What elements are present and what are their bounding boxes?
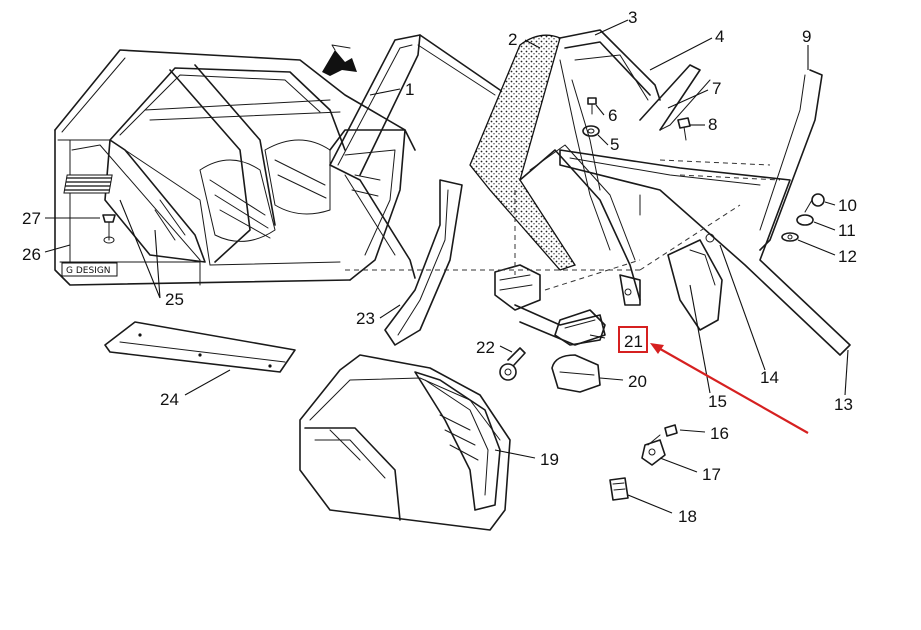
- callout-18: 18: [678, 507, 697, 526]
- brand-badge-text: G DESIGN: [66, 266, 111, 276]
- highlight-arrow: [654, 345, 809, 434]
- fastener-group-10-11-12: [781, 193, 825, 242]
- callout-labels: 1 2 3 4 5 6 7 8 9 10 11 12 13 14 15 16 1…: [22, 8, 857, 526]
- soft-top-frame: [469, 29, 661, 306]
- callout-27: 27: [22, 209, 41, 228]
- callout-22: 22: [476, 338, 495, 357]
- part-27-screw: [102, 214, 116, 244]
- callout-15: 15: [708, 392, 727, 411]
- highlight-annotation: [618, 326, 809, 434]
- callout-25: 25: [165, 290, 184, 309]
- callout-13: 13: [834, 395, 853, 414]
- callout-20: 20: [628, 372, 647, 391]
- callout-8: 8: [708, 115, 717, 134]
- callout-6: 6: [608, 106, 617, 125]
- part-14-bracket: [667, 233, 723, 331]
- callout-9: 9: [802, 27, 811, 46]
- fastener-group-5-6-8: [582, 97, 691, 141]
- callout-19: 19: [540, 450, 559, 469]
- callout-14: 14: [760, 368, 779, 387]
- callout-10: 10: [838, 196, 857, 215]
- callout-23: 23: [356, 309, 375, 328]
- callout-2: 2: [508, 30, 517, 49]
- callout-1: 1: [405, 80, 414, 99]
- part-19-hard-top: [299, 354, 511, 531]
- highlight-box-part-21: [618, 326, 648, 353]
- part-24-sill-strip: [104, 321, 296, 373]
- callout-5: 5: [610, 135, 619, 154]
- callout-11: 11: [838, 221, 856, 240]
- callout-24: 24: [160, 390, 179, 409]
- callout-16: 16: [710, 424, 729, 443]
- callout-21: 21: [624, 332, 643, 351]
- callout-7: 7: [712, 79, 721, 98]
- direction-arrow-icon: [322, 44, 357, 76]
- fastener-group-16-17-18: [609, 424, 678, 501]
- callout-12: 12: [838, 247, 857, 266]
- callout-4: 4: [715, 27, 724, 46]
- car-body: G DESIGN: [54, 49, 416, 286]
- callout-17: 17: [702, 465, 721, 484]
- part-7-9-13-rails: [559, 64, 851, 356]
- highlight-arrowhead-icon: [650, 343, 664, 354]
- hinge-latch-assembly: [494, 264, 606, 381]
- assembly-guide-lines: [345, 159, 771, 291]
- callout-3: 3: [628, 8, 637, 27]
- part-23-seal-strip: [384, 179, 463, 346]
- part-20-pad: [551, 354, 601, 393]
- callout-26: 26: [22, 245, 41, 264]
- part-1-windscreen-seal: [329, 34, 501, 279]
